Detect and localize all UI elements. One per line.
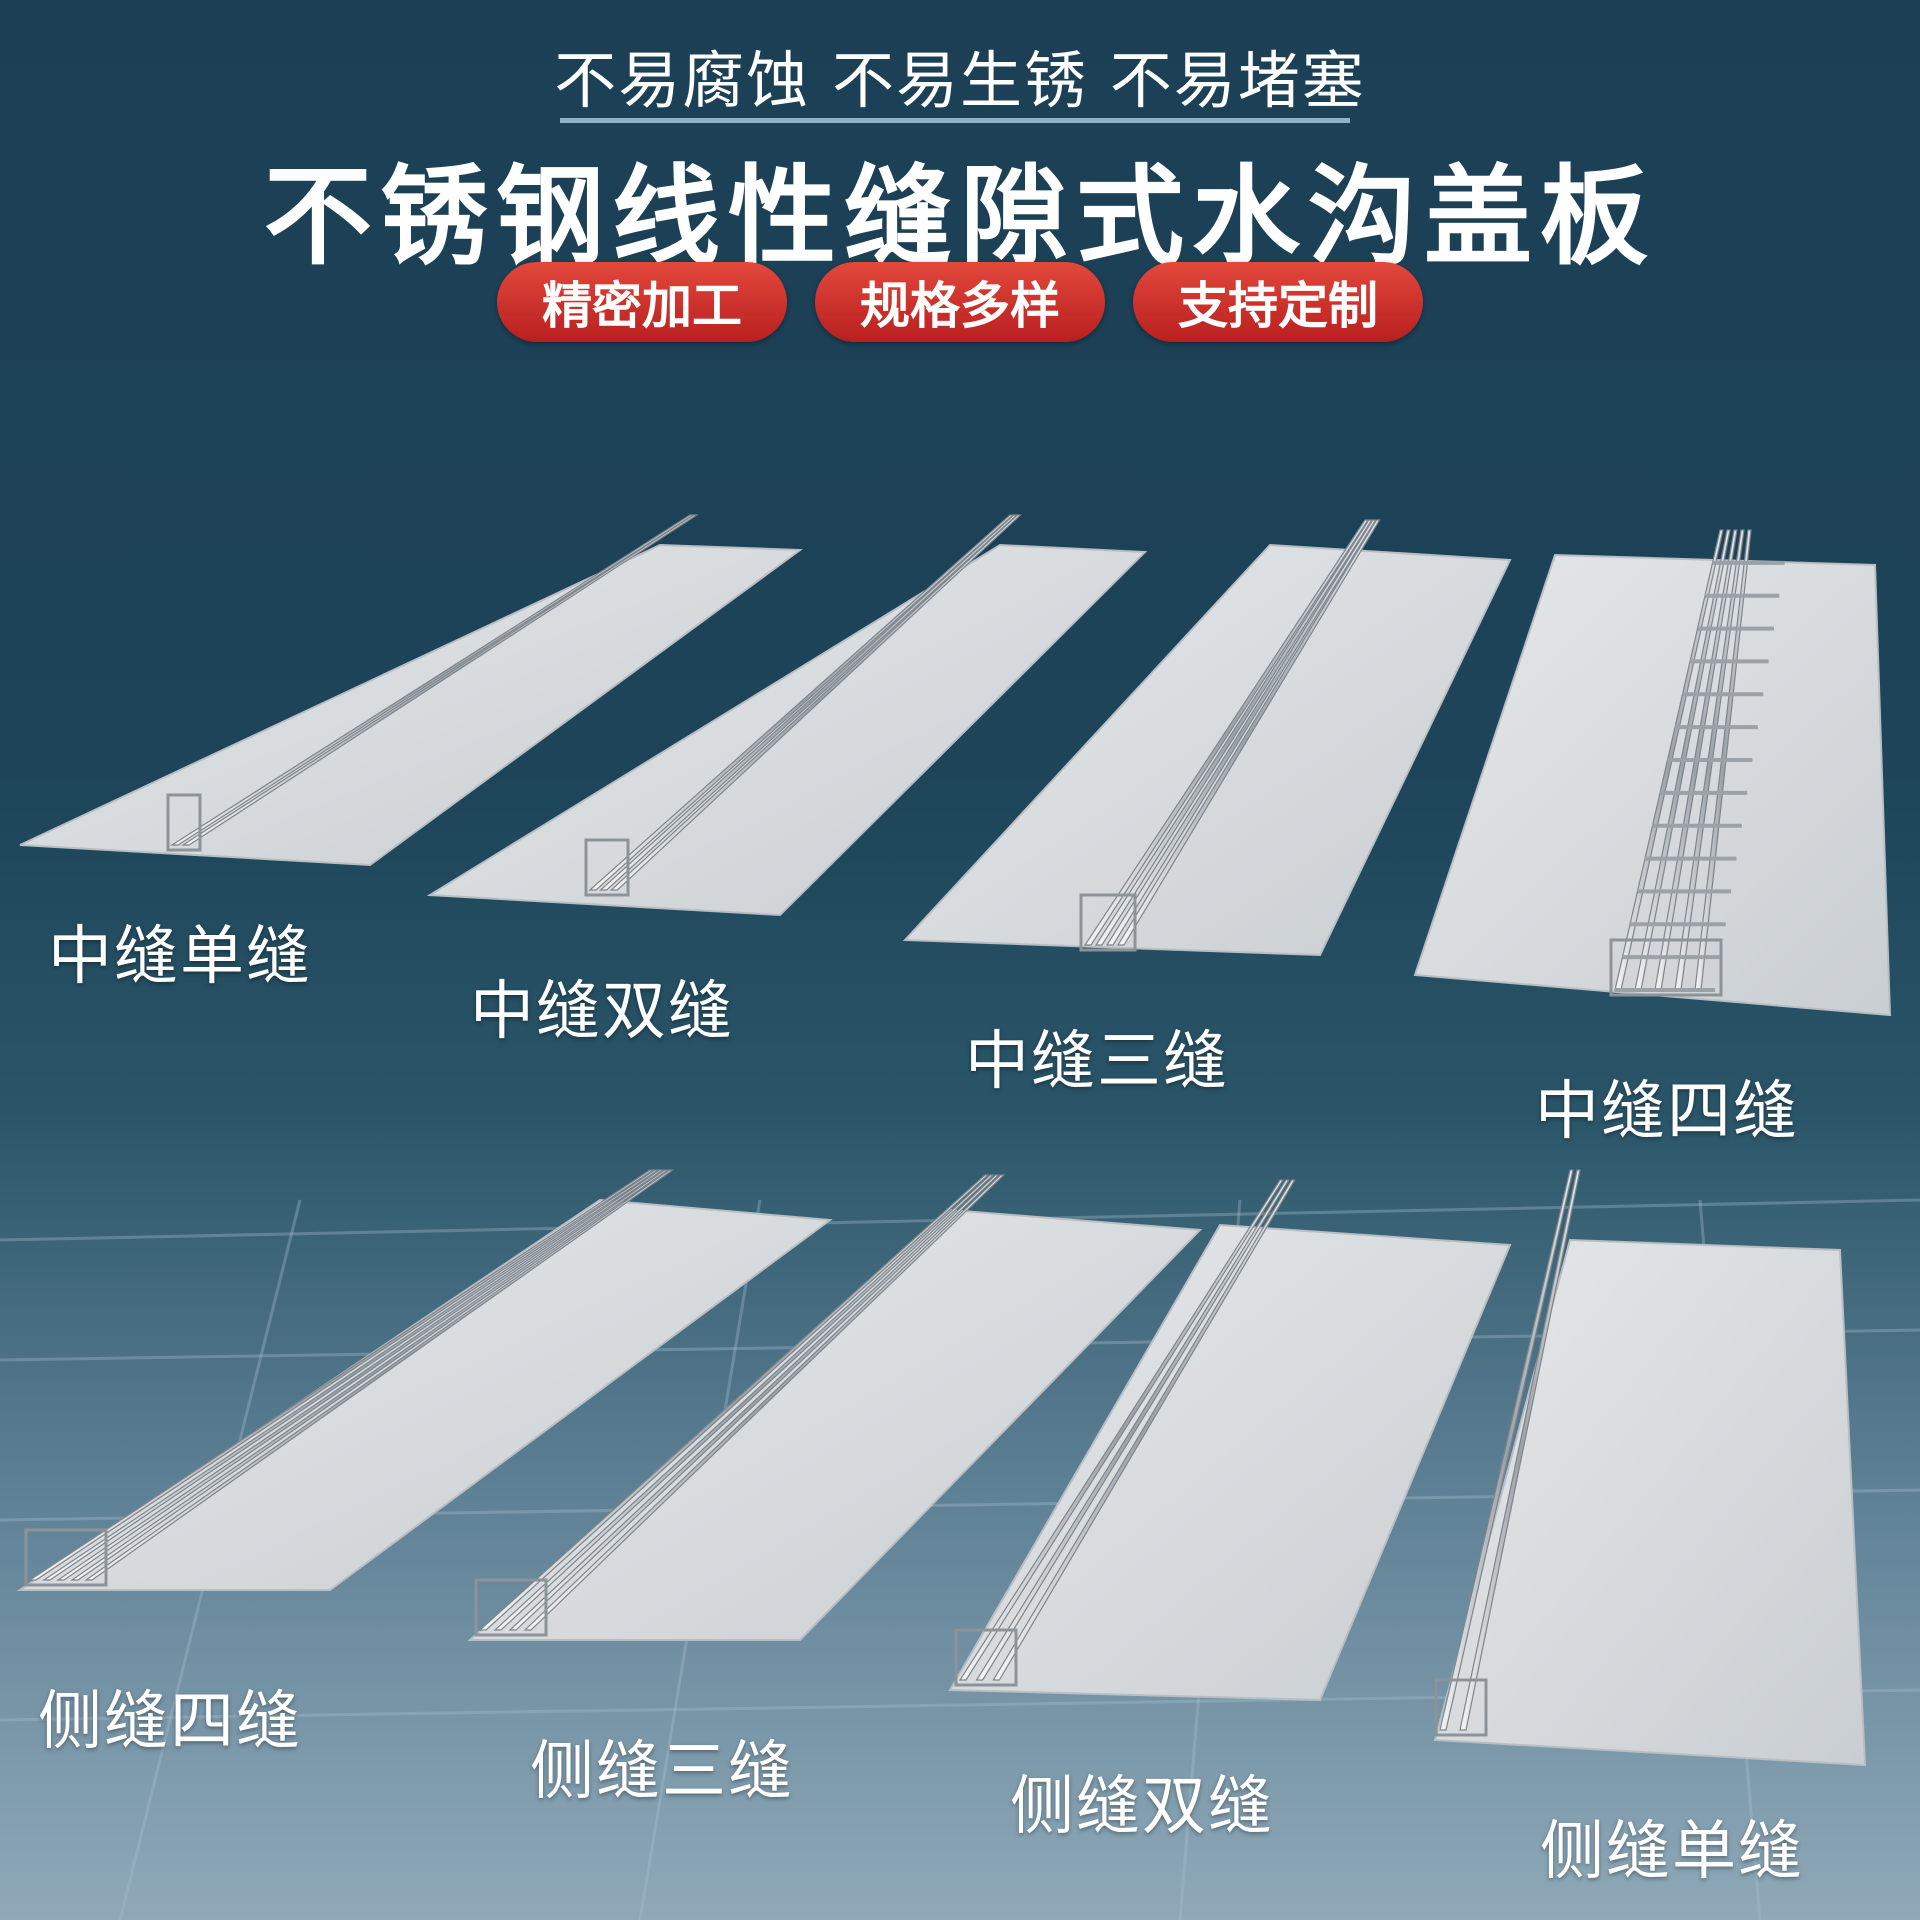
drain-cover-5 [16,1169,833,1591]
label-side-quad: 侧缝四缝 [38,1685,302,1759]
cover-plate [16,1198,833,1591]
slot-rail [1459,1169,1581,1731]
channel-profile [1434,1678,1488,1737]
cover-plate [1413,553,1892,1017]
tagline: 不易腐蚀 不易生锈 不易堵塞 [554,44,1366,117]
slot-rail [56,1169,665,1581]
slot-rail [70,1169,670,1581]
label-side-triple: 侧缝三缝 [530,1735,794,1809]
slot-rail [1094,519,1373,946]
channel-profile [1079,893,1137,952]
slot-rail [42,1169,660,1581]
label-mid-single: 中缝单缝 [48,920,312,994]
slot-rail [958,1179,1285,1681]
slot-rail [508,1174,1001,1631]
drain-cover-6 [467,1174,1203,1641]
drain-cover-2 [426,514,1148,917]
cover-plate [19,543,803,867]
slot-rail [1116,519,1381,946]
slot-rail [992,1179,1296,1681]
slot-rail [609,514,1022,891]
channel-profile [474,1578,548,1637]
label-mid-quad: 中缝四缝 [1535,1075,1799,1149]
drain-cover-7 [948,1179,1512,1702]
slot-rail [84,1169,675,1581]
channel-profile [166,793,202,852]
slot-rail [478,1174,990,1631]
channel-profile [954,1628,1018,1687]
slot-rail [1439,1169,1574,1731]
cover-plate [1433,1238,1867,1767]
slot-rail [493,1174,995,1631]
slot-rail [523,1174,1006,1631]
slot-rail [1105,519,1377,946]
drain-cover-1 [19,514,803,867]
slot-rail [28,1169,655,1581]
channel-profile [24,1528,108,1587]
feature-badges: 精密加工 规格多样 支持定制 [0,262,1920,342]
channel-profile [1609,938,1723,997]
cover-plate [902,543,1512,957]
label-side-single: 侧缝单缝 [1540,1815,1804,1889]
label-side-double: 侧缝双缝 [1010,1770,1274,1844]
label-mid-triple: 中缝三缝 [965,1025,1229,1099]
slot-rail [1083,519,1370,946]
cover-plate [948,1223,1512,1702]
badge-variety: 规格多样 [815,262,1105,342]
label-mid-double: 中缝双缝 [470,975,734,1049]
badge-custom: 支持定制 [1133,262,1423,342]
slot-rail [975,1179,1290,1681]
slot-rail [180,514,699,846]
title-divider [560,118,1350,123]
channel-profile [584,838,630,897]
drain-cover-3 [902,519,1512,957]
drain-cover-8 [1433,1169,1867,1767]
page-title: 不锈钢线性缝隙式水沟盖板 [263,155,1656,280]
badge-precision: 精密加工 [497,262,787,342]
drain-cover-4 [1413,529,1892,1017]
